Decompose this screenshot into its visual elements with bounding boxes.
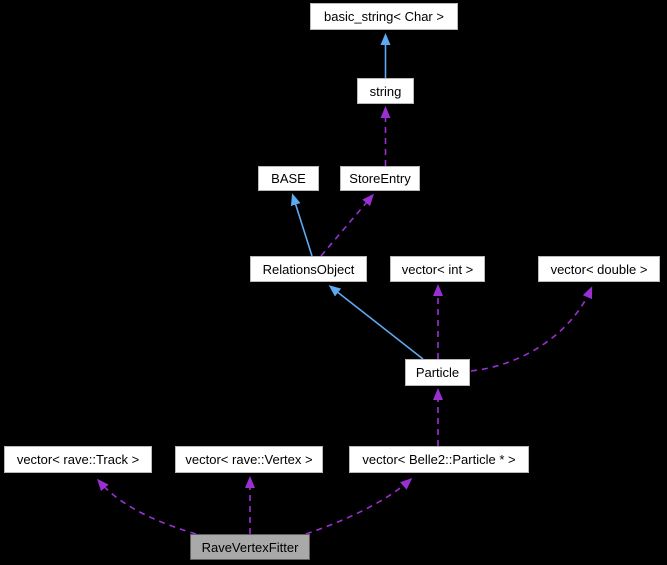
node-rave-vertex-fitter: RaveVertexFitter	[190, 534, 310, 560]
node-vector-rave-vertex[interactable]: vector< rave::Vertex >	[175, 446, 323, 473]
node-relations-object[interactable]: RelationsObject	[250, 256, 367, 282]
node-label-vector-int: vector< int >	[401, 261, 474, 277]
edge-relations-object-to-store-entry	[320, 193, 374, 257]
node-label-rave-vertex-fitter: RaveVertexFitter	[201, 539, 299, 555]
edge-rave-vertex-fitter-to-vector-rave-track	[97, 478, 197, 535]
node-label-basic-string: basic_string< Char >	[324, 9, 444, 24]
node-vector-belle2-particle[interactable]: vector< Belle2::Particle * >	[349, 446, 529, 473]
node-basic-string[interactable]: basic_string< Char >	[310, 3, 458, 30]
node-string[interactable]: string	[357, 78, 414, 104]
node-label-store-entry: StoreEntry	[349, 171, 411, 186]
edge-particle-to-relations-object	[328, 285, 424, 360]
node-label-vector-double: vector< double >	[550, 261, 648, 277]
edge-relations-object-to-base	[290, 193, 313, 257]
node-vector-int[interactable]: vector< int >	[390, 256, 485, 282]
node-label-base: BASE	[271, 171, 306, 186]
node-label-particle: Particle	[415, 365, 460, 380]
node-store-entry[interactable]: StoreEntry	[340, 166, 420, 191]
edge-rave-vertex-fitter-to-vector-belle2-particle	[305, 478, 413, 535]
node-label-string: string	[369, 83, 402, 99]
node-label-vector-rave-vertex: vector< rave::Vertex >	[185, 452, 313, 467]
edge-particle-to-vector-double	[470, 286, 593, 372]
node-vector-rave-track[interactable]: vector< rave::Track >	[4, 446, 152, 473]
node-base[interactable]: BASE	[258, 166, 319, 191]
node-label-vector-rave-track: vector< rave::Track >	[16, 452, 140, 467]
edges-group	[97, 33, 593, 535]
node-vector-double[interactable]: vector< double >	[538, 256, 660, 282]
node-particle[interactable]: Particle	[405, 359, 470, 386]
node-label-vector-belle2-particle: vector< Belle2::Particle * >	[362, 452, 516, 467]
node-label-relations-object: RelationsObject	[262, 261, 355, 277]
